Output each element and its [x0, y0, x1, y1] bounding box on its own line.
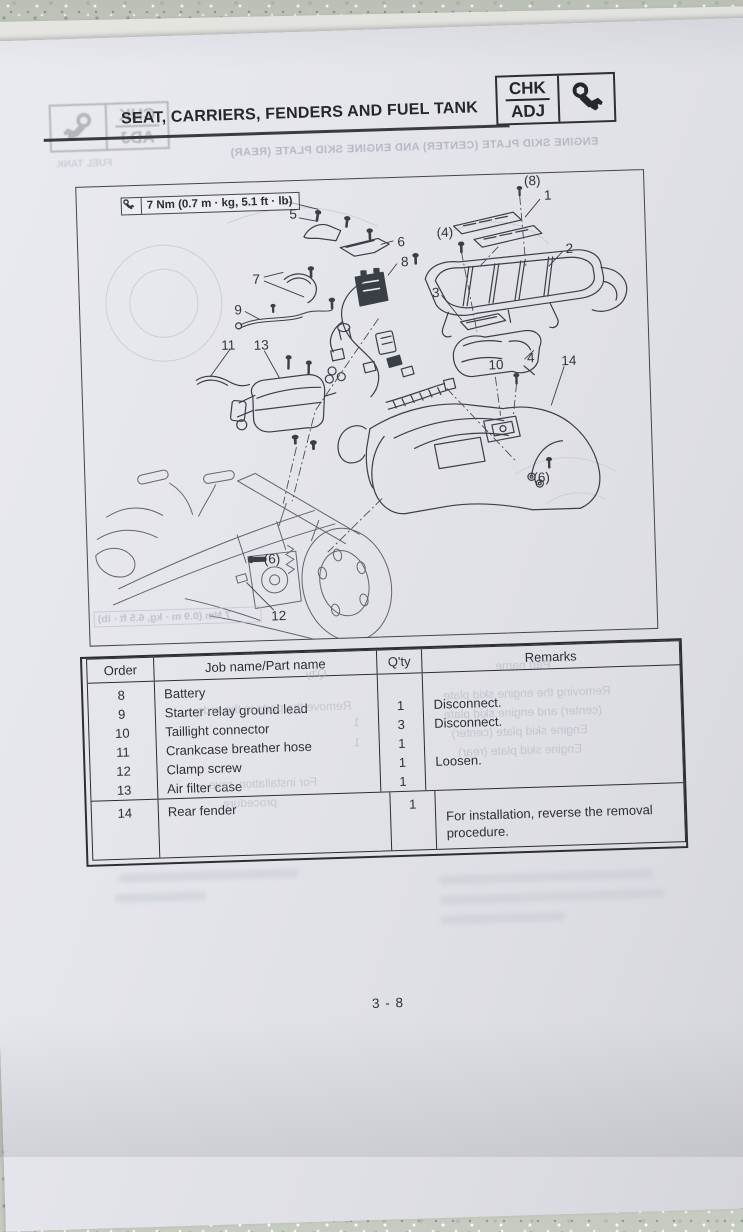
- bleedthrough-text: 1: [353, 735, 361, 750]
- part-label-9: 9: [234, 302, 243, 318]
- part-label-14: 14: [561, 352, 577, 369]
- badge-top-label: CHK: [508, 78, 547, 99]
- part-label-3: 3: [431, 285, 440, 301]
- part-label-12: 12: [271, 608, 287, 624]
- diagram-drawing: [95, 185, 628, 643]
- order-cell: 9: [117, 706, 126, 722]
- part-label-4: 4: [526, 350, 535, 366]
- bleedthrough-corner-text: FUEL TANK: [56, 157, 113, 171]
- qty-cell: 1: [399, 773, 407, 790]
- parts-table: Order Job name/Part name Q'ty Remarks 8 …: [79, 638, 689, 867]
- count-label-4pcs: (4): [436, 224, 454, 241]
- bleedthrough-smudge: [114, 891, 207, 904]
- qty-cell: 1: [390, 790, 438, 851]
- order-cell: 10: [114, 725, 130, 741]
- qty-cell: 1: [396, 697, 405, 714]
- order-cell: 12: [116, 763, 132, 779]
- bleedthrough-text: Q'ty: [305, 666, 327, 681]
- qty-cell: 1: [397, 735, 406, 752]
- part-label-11: 11: [221, 337, 236, 353]
- page-title: SEAT, CARRIERS, FENDERS AND FUEL TANK: [120, 99, 479, 128]
- wrench-icon: [51, 105, 106, 151]
- bleedthrough-smudge: [439, 869, 655, 885]
- wrench-icon: [559, 74, 614, 122]
- col-header-qty: Q'ty: [376, 649, 423, 674]
- count-label-6pcs-left: (6): [263, 551, 281, 567]
- count-label-6pcs-right: (6): [533, 469, 551, 486]
- part-label-6: 6: [397, 234, 406, 250]
- qty-cell: 3: [397, 716, 406, 733]
- order-cell: 14: [91, 799, 161, 860]
- torque-spec-callout: 7 Nm (0.7 m · kg, 5.1 ft · lb): [120, 191, 300, 216]
- order-cell: 13: [116, 782, 132, 798]
- qty-cell: 1: [398, 754, 407, 771]
- bleedthrough-smudge: [118, 868, 299, 883]
- wrench-icon: [121, 197, 143, 215]
- count-label-8pcs: (8): [523, 172, 541, 189]
- chk-adj-label: CHK ADJ: [496, 75, 561, 124]
- bleedthrough-smudge: [440, 911, 566, 925]
- bleedthrough-text: 1: [352, 715, 361, 730]
- part-label-5: 5: [289, 206, 298, 222]
- bleedthrough-text: procedure.: [219, 794, 278, 811]
- exploded-diagram: 7 Nm (0.7 m · kg, 5.1 ft · lb) 5 6 7 8 9…: [75, 169, 659, 647]
- part-label-1: 1: [543, 187, 552, 203]
- part-label-10: 10: [488, 357, 504, 373]
- chk-adj-badge: CHK ADJ: [494, 71, 617, 126]
- part-label-7: 7: [252, 271, 261, 287]
- order-cell: 11: [115, 744, 130, 760]
- bleedthrough-section-title: ENGINE SKID PLATE (CENTER) AND ENGINE SK…: [229, 135, 599, 160]
- remarks-cell: For installation, reverse the removal pr…: [445, 802, 653, 841]
- qty-cell: [378, 676, 423, 696]
- part-label-13: 13: [253, 337, 270, 353]
- bleedthrough-text: Part name: [495, 657, 552, 673]
- bleedthrough-smudge: [439, 888, 665, 905]
- order-cell: 8: [117, 687, 126, 703]
- badge-bottom-label: ADJ: [510, 101, 546, 122]
- page-number: 3 - 8: [371, 995, 405, 1012]
- col-header-order: Order: [87, 657, 155, 683]
- manual-page: CHK ADJ SEAT, CARRIERS, FENDERS AND FUEL…: [0, 17, 743, 1232]
- part-label-2: 2: [565, 240, 574, 257]
- part-label-8: 8: [400, 254, 409, 270]
